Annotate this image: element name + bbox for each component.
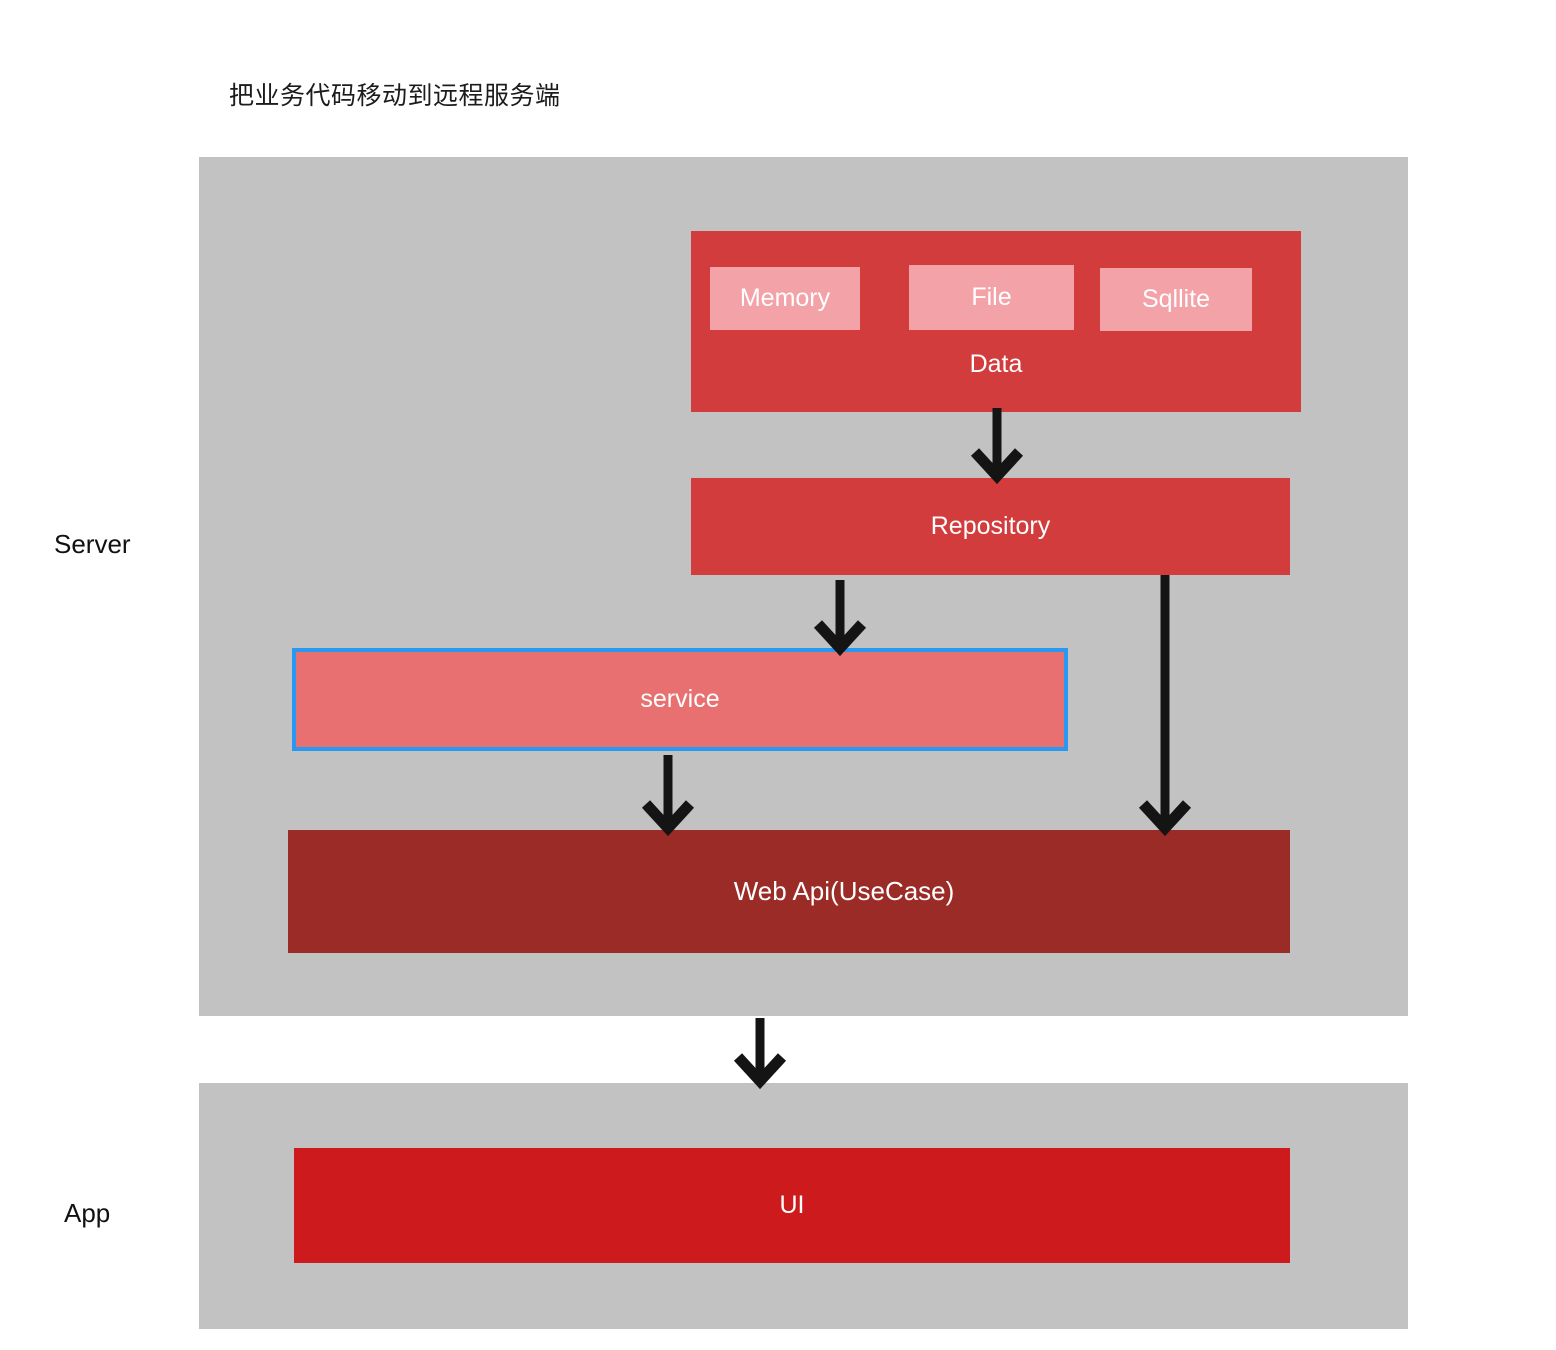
ui-node[interactable]: UI [294, 1148, 1290, 1263]
diagram-title: 把业务代码移动到远程服务端 [229, 82, 561, 110]
memory-node[interactable]: Memory [710, 267, 860, 330]
sqllite-node[interactable]: Sqllite [1100, 268, 1252, 331]
data-label: Data [969, 350, 1023, 378]
service-node[interactable]: service [292, 648, 1068, 751]
ui-label: UI [779, 1191, 805, 1219]
web-api-label: Web Api(UseCase) [733, 876, 955, 906]
server-section-label: Server [54, 529, 131, 559]
repository-label: Repository [930, 512, 1051, 540]
file-node[interactable]: File [909, 265, 1074, 330]
data-node[interactable]: Memory File Sqllite Data [691, 231, 1301, 412]
file-label: File [971, 283, 1012, 311]
sqllite-label: Sqllite [1141, 285, 1211, 313]
repository-node[interactable]: Repository [691, 478, 1290, 575]
web-api-node[interactable]: Web Api(UseCase) [288, 830, 1290, 953]
memory-label: Memory [739, 284, 831, 312]
arrow-server-to-app [733, 1018, 787, 1090]
service-label: service [640, 685, 720, 713]
app-section-label: App [64, 1198, 111, 1228]
